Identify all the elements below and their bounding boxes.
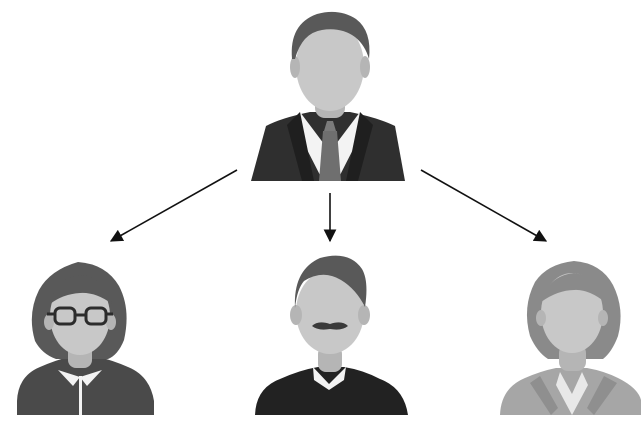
connector-top-to-left [109, 169, 238, 242]
connectors [109, 169, 548, 243]
woman-blazer-icon [500, 261, 641, 415]
businessman-suit-tie-icon [251, 11, 405, 181]
connector-top-to-right [420, 169, 548, 242]
glasses-icon [47, 306, 113, 326]
man-mustache-icon [255, 255, 408, 415]
woman-glasses-icon [17, 262, 154, 415]
